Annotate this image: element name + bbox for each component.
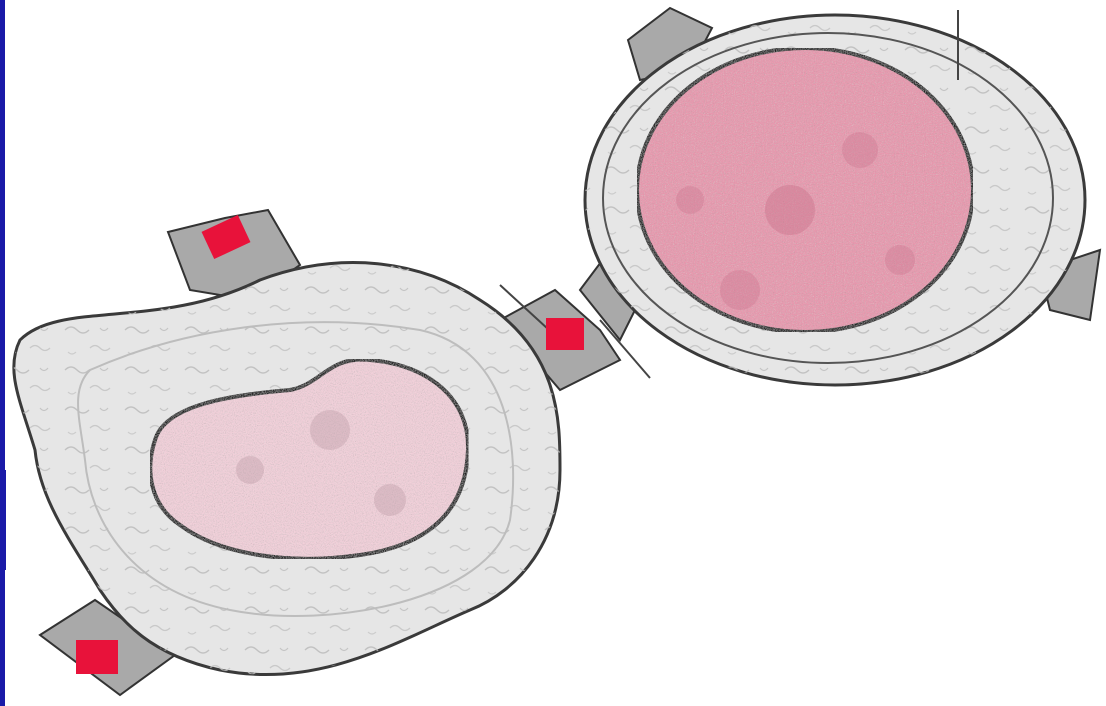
edge-mark — [2, 470, 6, 570]
antigen-icon — [76, 640, 118, 674]
antigen-icon — [546, 318, 584, 350]
apc-cell — [14, 210, 620, 695]
lymphocyte-cell — [580, 8, 1100, 385]
